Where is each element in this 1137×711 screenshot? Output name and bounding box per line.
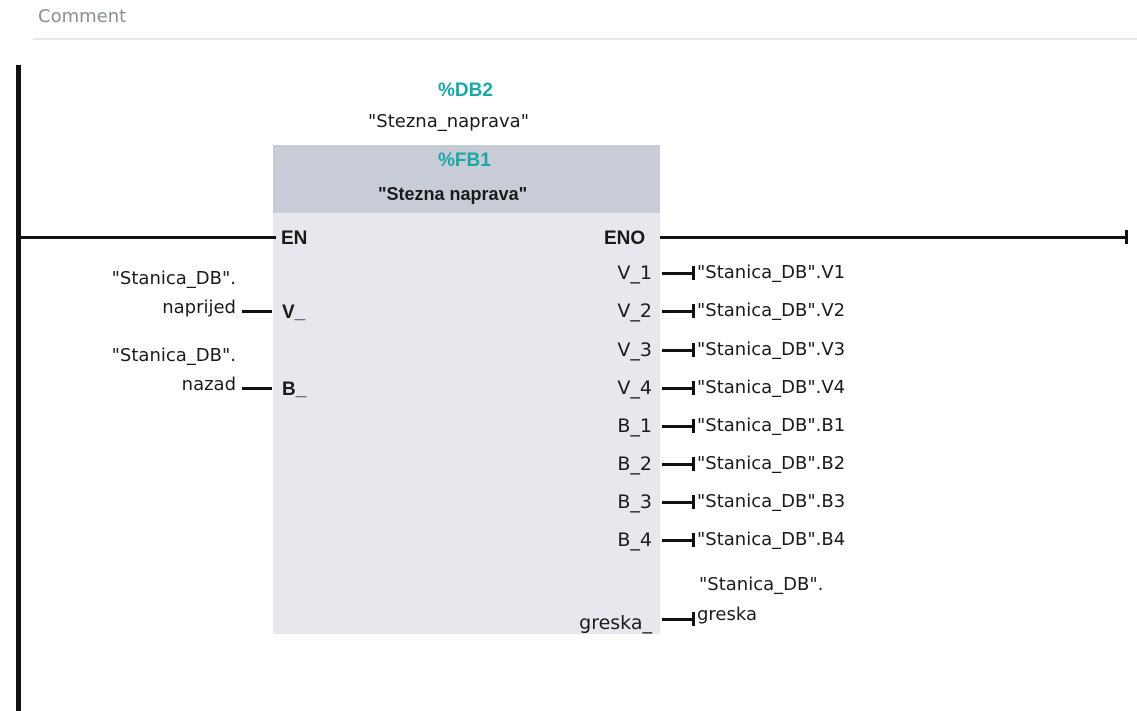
output-wire-v4-end — [692, 381, 695, 395]
output-pin-b3[interactable]: B_3 — [617, 491, 652, 513]
output-wire-v1 — [662, 272, 694, 275]
eno-power-line — [660, 236, 1128, 239]
output-wire-v1-end — [692, 266, 695, 280]
output-wire-b1-end — [692, 419, 695, 433]
instance-db-address[interactable]: %DB2 — [438, 80, 493, 101]
output-pin-v2[interactable]: V_2 — [617, 300, 652, 322]
input-operand-b-line2[interactable]: nazad — [181, 374, 236, 395]
output-wire-b1 — [662, 425, 694, 428]
eno-pin[interactable]: ENO — [604, 228, 646, 249]
function-block-address: %FB1 — [438, 150, 491, 171]
left-power-rail — [16, 65, 21, 711]
output-operand-v4[interactable]: "Stanica_DB".V4 — [697, 377, 846, 398]
output-wire-v3 — [662, 349, 694, 352]
output-pin-v1[interactable]: V_1 — [617, 262, 652, 284]
output-wire-b3 — [662, 501, 694, 504]
input-wire-v — [242, 310, 272, 313]
input-pin-v[interactable]: V_ — [282, 302, 306, 323]
output-wire-v2 — [662, 310, 694, 313]
en-pin[interactable]: EN — [281, 228, 308, 249]
output-wire-b2 — [662, 463, 694, 466]
output-wire-b3-end — [692, 495, 695, 509]
output-pin-greska[interactable]: greska_ — [579, 612, 652, 634]
output-operand-b2[interactable]: "Stanica_DB".B2 — [697, 453, 846, 474]
output-operand-greska-line2[interactable]: greska — [697, 604, 758, 625]
output-wire-greska — [662, 618, 694, 621]
network-comment-field[interactable] — [33, 0, 1137, 40]
output-operand-b4[interactable]: "Stanica_DB".B4 — [697, 529, 846, 550]
output-operand-v3[interactable]: "Stanica_DB".V3 — [697, 339, 846, 360]
en-power-line — [21, 236, 276, 239]
output-wire-b4-end — [692, 533, 695, 547]
function-block-name: "Stezna naprava" — [378, 184, 528, 204]
output-pin-b1[interactable]: B_1 — [617, 415, 652, 437]
output-wire-v4 — [662, 387, 694, 390]
output-wire-v3-end — [692, 343, 695, 357]
input-operand-b-line1[interactable]: "Stanica_DB". — [111, 345, 236, 366]
output-wire-b4 — [662, 539, 694, 542]
output-pin-b2[interactable]: B_2 — [617, 453, 652, 475]
eno-line-end — [1125, 230, 1128, 244]
output-wire-v2-end — [692, 304, 695, 318]
output-operand-v2[interactable]: "Stanica_DB".V2 — [697, 300, 846, 321]
output-operand-b1[interactable]: "Stanica_DB".B1 — [697, 415, 846, 436]
output-wire-b2-end — [692, 457, 695, 471]
output-pin-v4[interactable]: V_4 — [617, 377, 652, 399]
input-operand-v-line1[interactable]: "Stanica_DB". — [111, 268, 236, 289]
network-comment-placeholder: Comment — [38, 6, 127, 27]
output-pin-v3[interactable]: V_3 — [617, 339, 652, 361]
output-operand-b3[interactable]: "Stanica_DB".B3 — [697, 491, 846, 512]
input-operand-v-line2[interactable]: naprijed — [162, 297, 236, 318]
instance-db-name[interactable]: "Stezna_naprava" — [368, 111, 529, 132]
output-pin-b4[interactable]: B_4 — [617, 529, 652, 551]
input-pin-b[interactable]: B_ — [282, 379, 307, 400]
input-wire-b — [242, 387, 272, 390]
output-wire-greska-end — [692, 612, 695, 626]
function-block-header[interactable] — [273, 145, 660, 213]
output-operand-greska-line1[interactable]: "Stanica_DB". — [699, 574, 824, 595]
output-operand-v1[interactable]: "Stanica_DB".V1 — [697, 262, 846, 283]
function-block-box[interactable] — [273, 145, 660, 634]
